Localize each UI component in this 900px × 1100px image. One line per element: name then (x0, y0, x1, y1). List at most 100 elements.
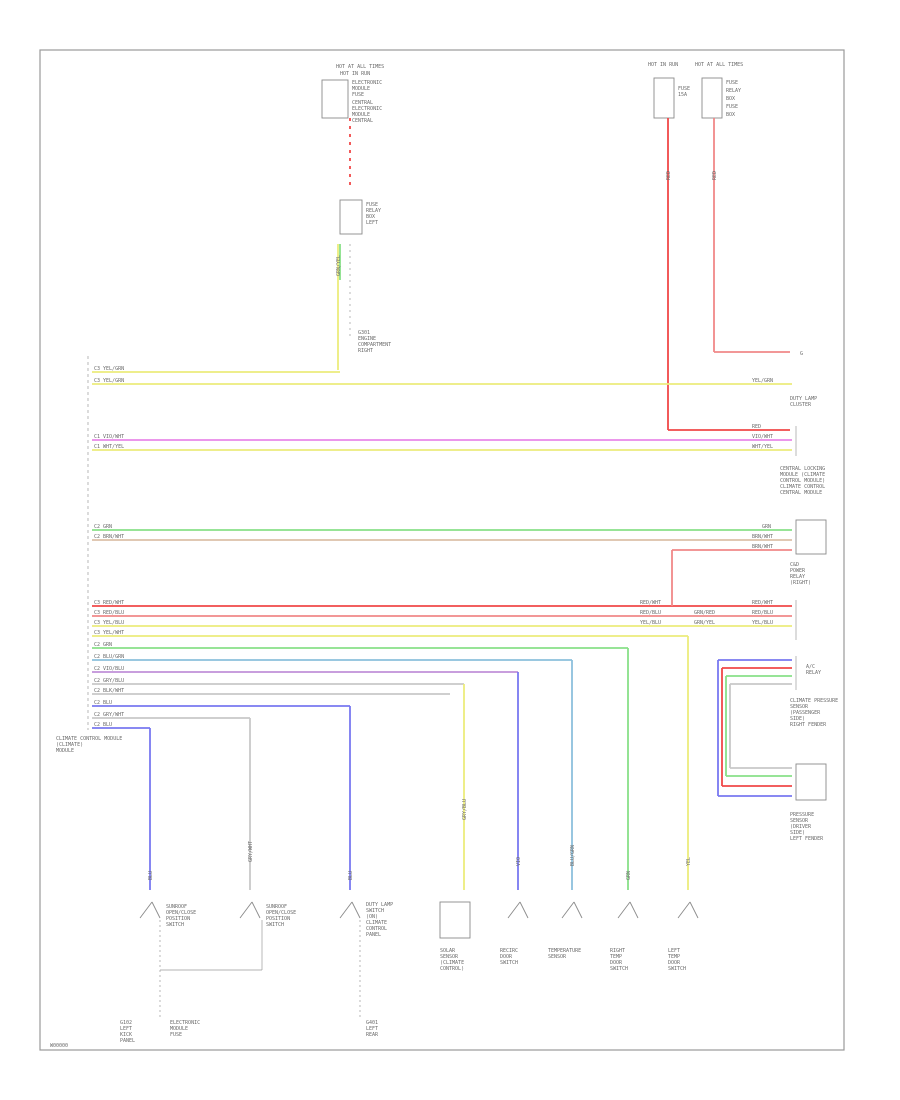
svg-text:PRESSURE: PRESSURE (790, 812, 814, 818)
svg-text:DOOR: DOOR (500, 954, 513, 960)
svg-text:SWITCH: SWITCH (366, 908, 384, 914)
svg-text:SENSOR: SENSOR (790, 818, 809, 824)
svg-text:SWITCH: SWITCH (668, 966, 686, 972)
svg-text:SUNROOF: SUNROOF (266, 904, 287, 910)
frame-id-label: W00000 (50, 1043, 68, 1049)
svg-text:BLU/GRN: BLU/GRN (570, 845, 576, 866)
svg-text:MODULE: MODULE (56, 748, 74, 754)
svg-text:GRY/WHT: GRY/WHT (248, 841, 254, 862)
svg-text:LEFT FENDER: LEFT FENDER (790, 836, 824, 842)
svg-text:C3 YEL/WHT: C3 YEL/WHT (94, 630, 124, 636)
svg-text:GRN/YEL: GRN/YEL (694, 620, 715, 626)
svg-text:CLIMATE PRESSURE: CLIMATE PRESSURE (790, 698, 838, 704)
svg-text:WHT/YEL: WHT/YEL (752, 444, 773, 450)
svg-text:CENTRAL MODULE: CENTRAL MODULE (780, 490, 822, 496)
svg-text:HOT AT ALL TIMES: HOT AT ALL TIMES (695, 62, 743, 68)
ground-label-c: G401 (366, 1020, 378, 1026)
svg-text:TEMP: TEMP (668, 954, 680, 960)
svg-text:SIDE): SIDE) (790, 716, 805, 722)
svg-text:MODULE (CLIMATE: MODULE (CLIMATE (780, 472, 825, 478)
svg-text:VIO: VIO (516, 857, 522, 866)
vertical-drops (149, 636, 689, 890)
svg-text:GRN/RED: GRN/RED (694, 610, 715, 616)
svg-text:C1 WHT/YEL: C1 WHT/YEL (94, 444, 124, 450)
svg-text:C2 BRN/WHT: C2 BRN/WHT (94, 534, 124, 540)
svg-text:POSITION: POSITION (266, 916, 290, 922)
svg-text:CLUSTER: CLUSTER (790, 402, 812, 408)
svg-text:BLU: BLU (148, 871, 154, 880)
svg-text:C2 VIO/BLU: C2 VIO/BLU (94, 666, 124, 672)
svg-text:KICK: KICK (120, 1032, 132, 1038)
svg-text:GRN: GRN (626, 871, 632, 880)
svg-text:(ON): (ON) (366, 914, 378, 920)
svg-text:RELAY: RELAY (726, 88, 741, 94)
svg-text:BRN/WHT: BRN/WHT (752, 544, 773, 550)
svg-text:BOX: BOX (366, 214, 375, 220)
svg-text:VIO/WHT: VIO/WHT (752, 434, 773, 440)
svg-text:CONTROL: CONTROL (366, 926, 387, 932)
right-connectors: YEL/GRN DUTY LAMP CLUSTER RED VIO/WHT WH… (640, 378, 838, 842)
svg-text:RELAY: RELAY (790, 574, 805, 580)
module-label: CLIMATE CONTROL MODULE (56, 736, 122, 742)
svg-text:FUSE: FUSE (366, 202, 378, 208)
module-pin-labels: C3 YEL/GRN C3 YEL/GRN C1 VIO/WHT C1 WHT/… (94, 366, 124, 728)
svg-text:DOOR: DOOR (610, 960, 623, 966)
svg-text:RED/BLU: RED/BLU (640, 610, 661, 616)
svg-text:PANEL: PANEL (120, 1038, 135, 1044)
svg-text:BOX: BOX (726, 96, 735, 102)
svg-text:CLIMATE: CLIMATE (366, 920, 387, 926)
svg-text:RED: RED (712, 171, 718, 180)
svg-text:LEFT: LEFT (120, 1026, 132, 1032)
svg-text:MODULE: MODULE (170, 1026, 188, 1032)
svg-text:DOOR: DOOR (668, 960, 681, 966)
svg-text:BRN/WHT: BRN/WHT (752, 534, 773, 540)
svg-text:YEL/BLU: YEL/BLU (752, 620, 773, 626)
svg-text:CONTROL): CONTROL) (440, 966, 464, 972)
ground-label-b: G102 (120, 1020, 132, 1026)
svg-text:FUSE: FUSE (170, 1032, 182, 1038)
svg-text:SWITCH: SWITCH (166, 922, 184, 928)
svg-text:A/C: A/C (806, 664, 815, 670)
svg-text:C2 GRN: C2 GRN (94, 642, 112, 648)
svg-text:DUTY LAMP: DUTY LAMP (790, 396, 817, 402)
svg-text:C2 GRY/WHT: C2 GRY/WHT (94, 712, 124, 718)
svg-text:C2 BLU: C2 BLU (94, 722, 112, 728)
fuse-box-top-left: HOT AT ALL TIMES HOT IN RUN ELECTRONIC M… (321, 64, 384, 124)
svg-text:GRN: GRN (762, 524, 771, 530)
svg-text:C2 BLU: C2 BLU (94, 700, 112, 706)
svg-text:FUSE: FUSE (726, 104, 738, 110)
svg-text:MODULE: MODULE (352, 112, 370, 118)
svg-text:C2 BLU/GRN: C2 BLU/GRN (94, 654, 124, 660)
svg-text:SWITCH: SWITCH (266, 922, 284, 928)
svg-text:ELECTRONIC: ELECTRONIC (170, 1020, 200, 1026)
svg-text:SENSOR: SENSOR (790, 704, 809, 710)
svg-text:POSITION: POSITION (166, 916, 190, 922)
svg-text:ENGINE: ENGINE (358, 336, 376, 342)
svg-text:SUNROOF: SUNROOF (166, 904, 187, 910)
fuse-box-top-right: HOT IN RUN HOT AT ALL TIMES FUSE 15A FUS… (648, 62, 743, 119)
bottom-components: SUNROOF OPEN/CLOSE POSITION SWITCH SUNRO… (120, 901, 699, 1044)
svg-text:SENSOR: SENSOR (548, 954, 567, 960)
svg-text:SOLAR: SOLAR (440, 948, 456, 954)
svg-text:C&D: C&D (790, 562, 799, 568)
svg-text:RIGHT: RIGHT (358, 348, 373, 354)
svg-text:RED/WHT: RED/WHT (640, 600, 661, 606)
svg-text:POWER: POWER (790, 568, 806, 574)
svg-text:SIDE): SIDE) (790, 830, 805, 836)
ground-label-top: G301 (358, 330, 370, 336)
svg-text:TEMP: TEMP (610, 954, 622, 960)
svg-text:LEFT: LEFT (366, 1026, 378, 1032)
svg-text:(PASSENGER: (PASSENGER (790, 710, 821, 716)
svg-text:HOT AT ALL TIMES: HOT AT ALL TIMES (336, 64, 384, 70)
svg-text:SENSOR: SENSOR (440, 954, 459, 960)
svg-text:RELAY: RELAY (806, 670, 821, 676)
svg-text:GRN/YEL: GRN/YEL (336, 255, 342, 276)
svg-text:C1 VIO/WHT: C1 VIO/WHT (94, 434, 124, 440)
svg-text:RED/WHT: RED/WHT (752, 600, 773, 606)
svg-text:C3 RED/BLU: C3 RED/BLU (94, 610, 124, 616)
svg-text:G: G (800, 351, 803, 357)
svg-text:YEL/BLU: YEL/BLU (640, 620, 661, 626)
diagram-frame (39, 49, 845, 1051)
svg-text:CONTROL MODULE): CONTROL MODULE) (780, 478, 825, 484)
